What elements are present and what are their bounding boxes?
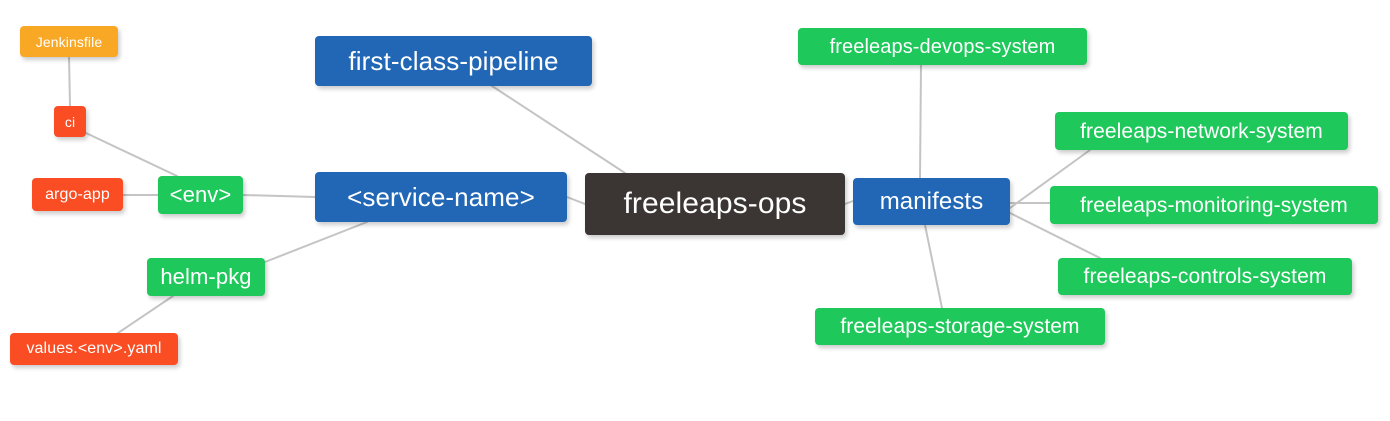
node-label-freeleaps-ops: freeleaps-ops bbox=[623, 187, 807, 220]
node-helm-pkg[interactable]: helm-pkg bbox=[147, 258, 265, 296]
node-freeleaps-network-system[interactable]: freeleaps-network-system bbox=[1055, 112, 1348, 150]
edge-service-name-to-env bbox=[242, 194, 316, 198]
node-freeleaps-monitoring-system[interactable]: freeleaps-monitoring-system bbox=[1050, 186, 1378, 224]
node-label-freeleaps-network-system: freeleaps-network-system bbox=[1080, 119, 1323, 143]
node-label-freeleaps-controls-system: freeleaps-controls-system bbox=[1083, 265, 1327, 288]
node-freeleaps-ops[interactable]: freeleaps-ops bbox=[585, 173, 845, 235]
node-label-ci: ci bbox=[64, 113, 76, 130]
node-first-class-pipeline[interactable]: first-class-pipeline bbox=[315, 36, 592, 86]
node-label-jenkinsfile: Jenkinsfile bbox=[35, 33, 103, 50]
edge-service-name-to-helm-pkg bbox=[264, 221, 368, 263]
edge-ci-to-jenkinsfile bbox=[68, 56, 71, 107]
edge-helm-pkg-to-values-env-yaml bbox=[117, 295, 174, 334]
edge-env-to-ci bbox=[85, 132, 178, 177]
node-label-freeleaps-storage-system: freeleaps-storage-system bbox=[840, 315, 1080, 338]
edge-freeleaps-ops-to-manifests bbox=[844, 200, 854, 205]
node-label-service-name: <service-name> bbox=[347, 182, 535, 212]
node-label-first-class-pipeline: first-class-pipeline bbox=[348, 46, 559, 76]
node-label-manifests: manifests bbox=[879, 187, 984, 215]
node-label-freeleaps-monitoring-system: freeleaps-monitoring-system bbox=[1080, 193, 1348, 217]
node-env[interactable]: <env> bbox=[158, 176, 243, 214]
edge-manifests-to-freeleaps-storage-system bbox=[924, 224, 943, 309]
node-values-env-yaml[interactable]: values.<env>.yaml bbox=[10, 333, 178, 365]
node-label-argo-app: argo-app bbox=[45, 185, 110, 203]
node-label-values-env-yaml: values.<env>.yaml bbox=[26, 340, 162, 357]
node-jenkinsfile[interactable]: Jenkinsfile bbox=[20, 26, 118, 57]
node-label-env: <env> bbox=[169, 182, 232, 207]
node-manifests[interactable]: manifests bbox=[853, 178, 1010, 225]
edge-manifests-to-freeleaps-devops-system bbox=[919, 64, 922, 179]
node-service-name[interactable]: <service-name> bbox=[315, 172, 567, 222]
node-ci[interactable]: ci bbox=[54, 106, 86, 137]
node-freeleaps-controls-system[interactable]: freeleaps-controls-system bbox=[1058, 258, 1352, 295]
node-argo-app[interactable]: argo-app bbox=[32, 178, 123, 211]
node-label-helm-pkg: helm-pkg bbox=[160, 264, 252, 289]
node-freeleaps-devops-system[interactable]: freeleaps-devops-system bbox=[798, 28, 1087, 65]
edge-freeleaps-ops-to-first-class-pipeline bbox=[491, 85, 626, 174]
edge-freeleaps-ops-to-service-name bbox=[566, 196, 586, 205]
node-freeleaps-storage-system[interactable]: freeleaps-storage-system bbox=[815, 308, 1105, 345]
node-label-freeleaps-devops-system: freeleaps-devops-system bbox=[829, 35, 1056, 58]
